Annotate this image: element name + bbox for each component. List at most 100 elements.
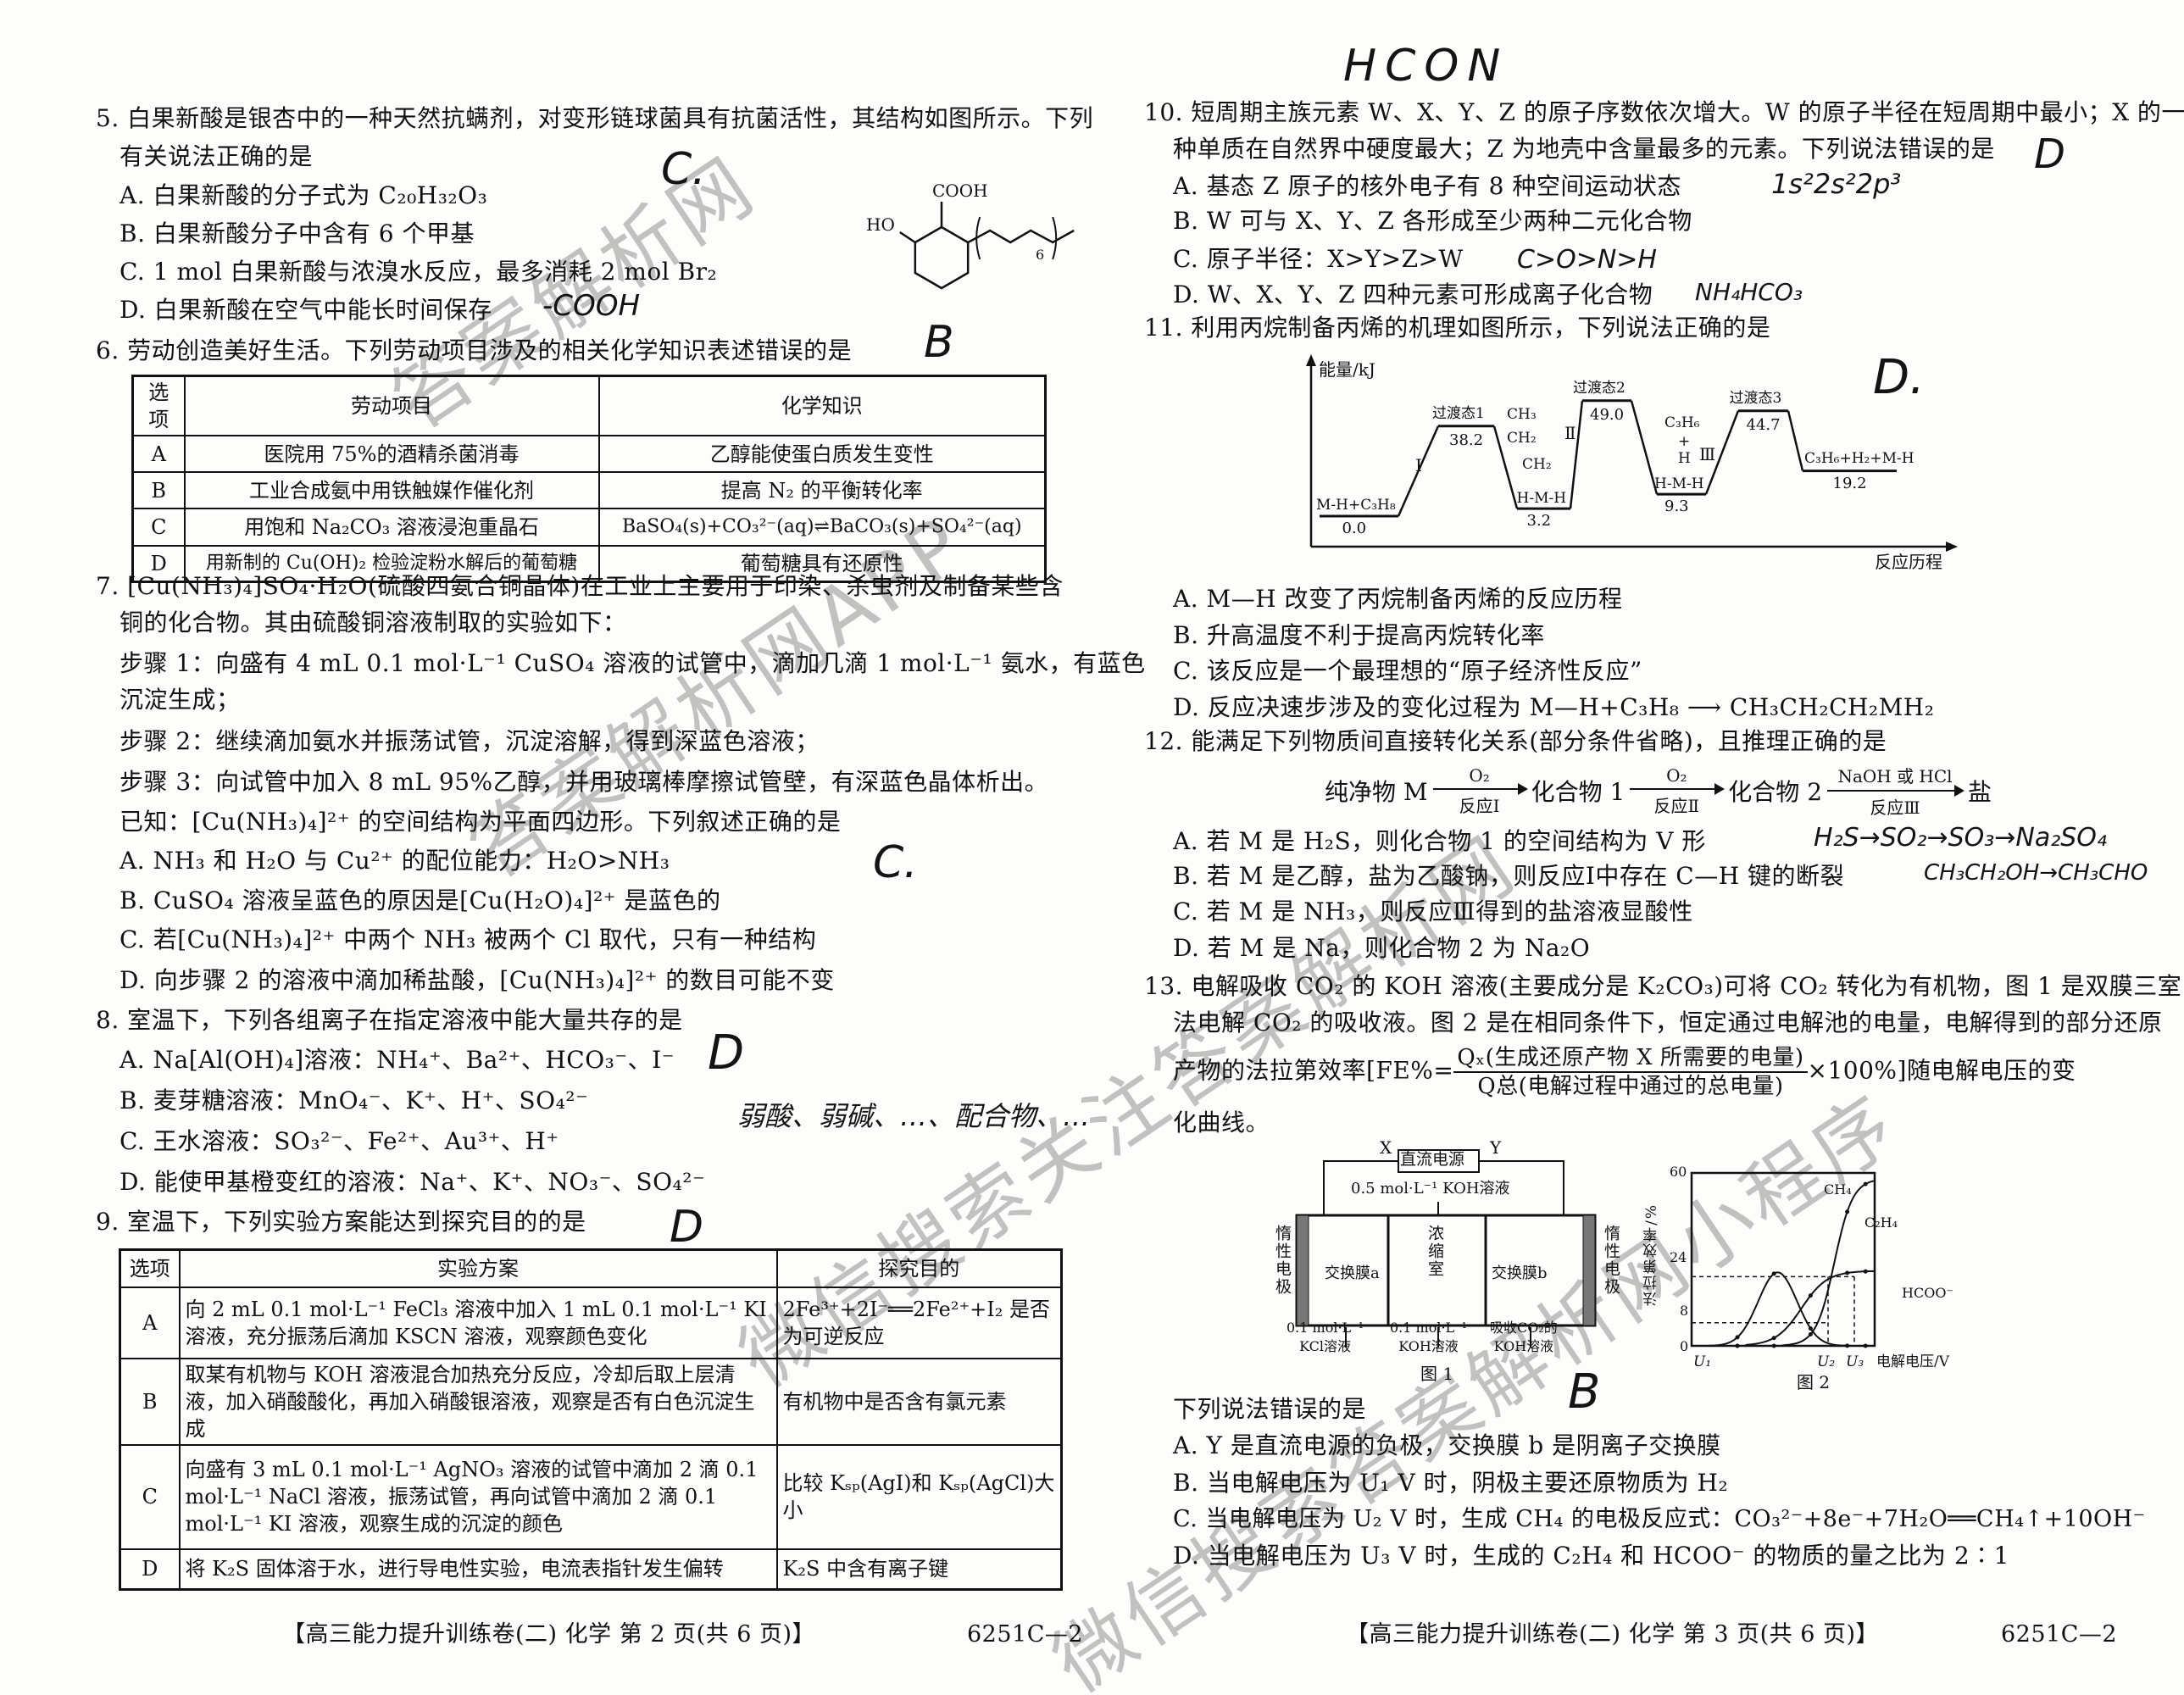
handwritten-answer: C. — [661, 144, 706, 195]
question-stem: 有关说法正确的是 — [119, 142, 314, 170]
paper-code: 6251C—2 — [2001, 1621, 2118, 1648]
handwritten-note: -COOH — [542, 289, 641, 323]
formula-suffix: ×100%]随电解电压的变 — [1807, 1056, 2076, 1085]
data-point — [1771, 1343, 1776, 1348]
table-cell: 用新制的 Cu(OH)₂ 检验淀粉水解后的葡萄糖 — [183, 545, 600, 582]
question-stem: 沉淀生成； — [119, 686, 241, 714]
option-d: D. 向步骤 2 的溶液中滴加稀盐酸，[Cu(NH₃)₄]²⁺ 的数目可能不变 — [119, 966, 835, 994]
table-cell: C — [131, 508, 186, 547]
fig1-right-electrode: 惰性电极 — [1602, 1225, 1620, 1296]
option-c: C. 若[Cu(NH₃)₄]²⁺ 中两个 NH₃ 被两个 Cl 取代，只有一种结… — [119, 925, 817, 953]
level-species: H-M-H — [1516, 490, 1567, 508]
handwritten-answer: D. — [1873, 350, 1925, 405]
arrow-reagent: O₂ — [1666, 764, 1687, 786]
option-b: B. CuSO₄ 溶液呈蓝色的原因是[Cu(H₂O)₄]²⁺ 是蓝色的 — [119, 886, 721, 914]
page-footer: 【高三能力提升训练卷(二) 化学 第 3 页(共 6 页)】 — [1346, 1621, 1879, 1648]
table-cell: 提高 N₂ 的平衡转化率 — [597, 471, 1047, 509]
option-c: C. 王水溶液：SO₃²⁻、Fe²⁺、Au³⁺、H⁺ — [119, 1127, 559, 1155]
y-axis-arrowhead — [1306, 354, 1316, 366]
question-stem: 化曲线。 — [1173, 1109, 1270, 1136]
table-cell: 用饱和 Na₂CO₃ 溶液浸泡重晶石 — [183, 508, 600, 547]
data-point — [1845, 1209, 1850, 1214]
table-cell: C — [119, 1443, 181, 1550]
question-stem: 法电解 CO₂ 的吸收液。图 2 是在相同条件下，恒定通过电解池的电量，电解得到… — [1173, 1009, 2163, 1036]
option-c: C. 当电解电压为 U₂ V 时，生成 CH₄ 的电极反应式：CO₃²⁻+8e⁻… — [1173, 1506, 2146, 1532]
option-c: C. 1 mol 白果新酸与浓溴水反应，最多消耗 2 mol Br₂ — [119, 258, 718, 286]
right-electrode — [1582, 1214, 1596, 1326]
option-a: A. 白果新酸的分子式为 C₂₀H₃₂O₃ — [119, 181, 488, 209]
fig2-xtick: U₁ — [1693, 1353, 1712, 1370]
inlet-label: KOH溶液 — [1398, 1338, 1459, 1354]
question-prompt: 下列说法错误的是 — [1173, 1395, 1367, 1423]
handwritten-note: H₂S→SO₂→SO₃→Na₂SO₄ — [1814, 823, 2107, 853]
level-species: C₃H₆+H₂+M-H — [1804, 449, 1914, 467]
option-b: B. W 可与 X、Y、Z 各形成至少两种二元化合物 — [1173, 207, 1692, 235]
data-point — [1845, 1343, 1850, 1348]
fig1-caption: 图 1 — [1420, 1364, 1454, 1384]
handwritten-note: CH₃CH₂OH→CH₃CHO — [1924, 860, 2148, 886]
energy-path — [1630, 400, 1659, 495]
level-species: M-H+C₃H₈ — [1316, 497, 1396, 514]
table-cell: 乙醇能使蛋白质发生变性 — [597, 435, 1047, 473]
level-value: 44.7 — [1746, 415, 1781, 434]
table-header: 化学知识 — [597, 375, 1047, 436]
question-stem: 种单质在自然界中硬度最大；Z 为地壳中含量最多的元素。下列说法错误的是 — [1173, 135, 1995, 163]
structure-repeat-label: 6 — [1036, 247, 1045, 263]
question-stem: 9. 室温下，下列实验方案能达到探究目的的是 — [96, 1208, 586, 1236]
question-stem: 铜的化合物。其由硫酸铜溶液制取的实验如下： — [119, 609, 627, 636]
wire-left — [1323, 1160, 1398, 1215]
handwritten-answer: D — [708, 1025, 745, 1081]
energy-path — [1704, 410, 1740, 495]
energy-path — [1397, 425, 1440, 517]
handwritten-note: NH₄HCO₃ — [1695, 278, 1803, 306]
repeat-bracket — [975, 216, 981, 260]
table-cell: 向盛有 3 mL 0.1 mol·L⁻¹ AgNO₃ 溶液的试管中滴加 2 滴 … — [178, 1443, 778, 1550]
benzene-ring — [914, 225, 970, 290]
page-footer: 【高三能力提升训练卷(二) 化学 第 2 页(共 6 页)】 — [282, 1621, 815, 1648]
question-stem: 8. 室温下，下列各组离子在指定溶液中能大量共存的是 — [96, 1006, 683, 1034]
data-point — [1845, 1270, 1850, 1275]
x-axis-arrowhead — [1946, 542, 1958, 552]
level-species: 过渡态3 — [1729, 389, 1782, 407]
level-value: 9.3 — [1664, 497, 1689, 516]
fig2-caption: 图 2 — [1797, 1372, 1831, 1392]
fig1-top-solution: 0.5 mol·L⁻¹ KOH溶液 — [1351, 1180, 1510, 1198]
question-stem: 10. 短周期主族元素 W、X、Y、Z 的原子序数依次增大。W 的原子半径在短周… — [1144, 98, 2184, 126]
series-label-c2h4: C₂H₄ — [1864, 1214, 1898, 1231]
option-a: A. 基态 Z 原子的核外电子有 8 种空间运动状态 — [1173, 172, 1681, 200]
group-label: C₃H₆ — [1664, 414, 1700, 431]
group-label: + — [1678, 433, 1691, 450]
group-label: CH₃ — [1507, 406, 1537, 423]
hydroxyl-bond — [899, 231, 916, 244]
table-cell: 将 K₂S 固体溶于水，进行导电性实验，电流表指针发生偏转 — [178, 1548, 778, 1591]
fig2-ytick: 60 — [1670, 1164, 1687, 1180]
option-b: B. 若 M 是乙醇，盐为乙酸钠，则反应Ⅰ中存在 C—H 键的断裂 — [1173, 862, 1845, 890]
fig1-membrane-a: 交换膜a — [1325, 1264, 1380, 1282]
question-stem: 11. 利用丙烷制备丙烯的机理如图所示，下列说法正确的是 — [1144, 314, 1771, 342]
curve-c2h4 — [1709, 1270, 1875, 1347]
option-b: B. 麦芽糖溶液：MnO₄⁻、K⁺、H⁺、SO₄²⁻ — [119, 1086, 589, 1114]
table-cell: B — [119, 1357, 181, 1446]
handwritten-note: 弱酸、弱碱、…、配合物、… — [737, 1100, 1091, 1132]
formula-prefix: 产物的法拉第效率[FE%= — [1173, 1056, 1454, 1085]
fig1-concentration-chamber: 浓缩室 — [1425, 1225, 1444, 1278]
level-value: 38.2 — [1449, 431, 1484, 449]
fig2-xtick: U₃ — [1846, 1353, 1864, 1370]
option-b: B. 白果新酸分子中含有 6 个甲基 — [119, 220, 475, 247]
table-cell: 比较 Kₛₚ(AgI)和 Kₛₚ(AgCl)大小 — [775, 1443, 1063, 1550]
wire-right — [1479, 1160, 1564, 1215]
handwritten-answer: D — [670, 1202, 704, 1253]
inlet-label: KOH溶液 — [1493, 1338, 1554, 1354]
series-label-hcoo: HCOO⁻ — [1902, 1285, 1953, 1301]
option-a: A. Y 是直流电源的负极，交换膜 b 是阴离子交换膜 — [1173, 1431, 1721, 1459]
